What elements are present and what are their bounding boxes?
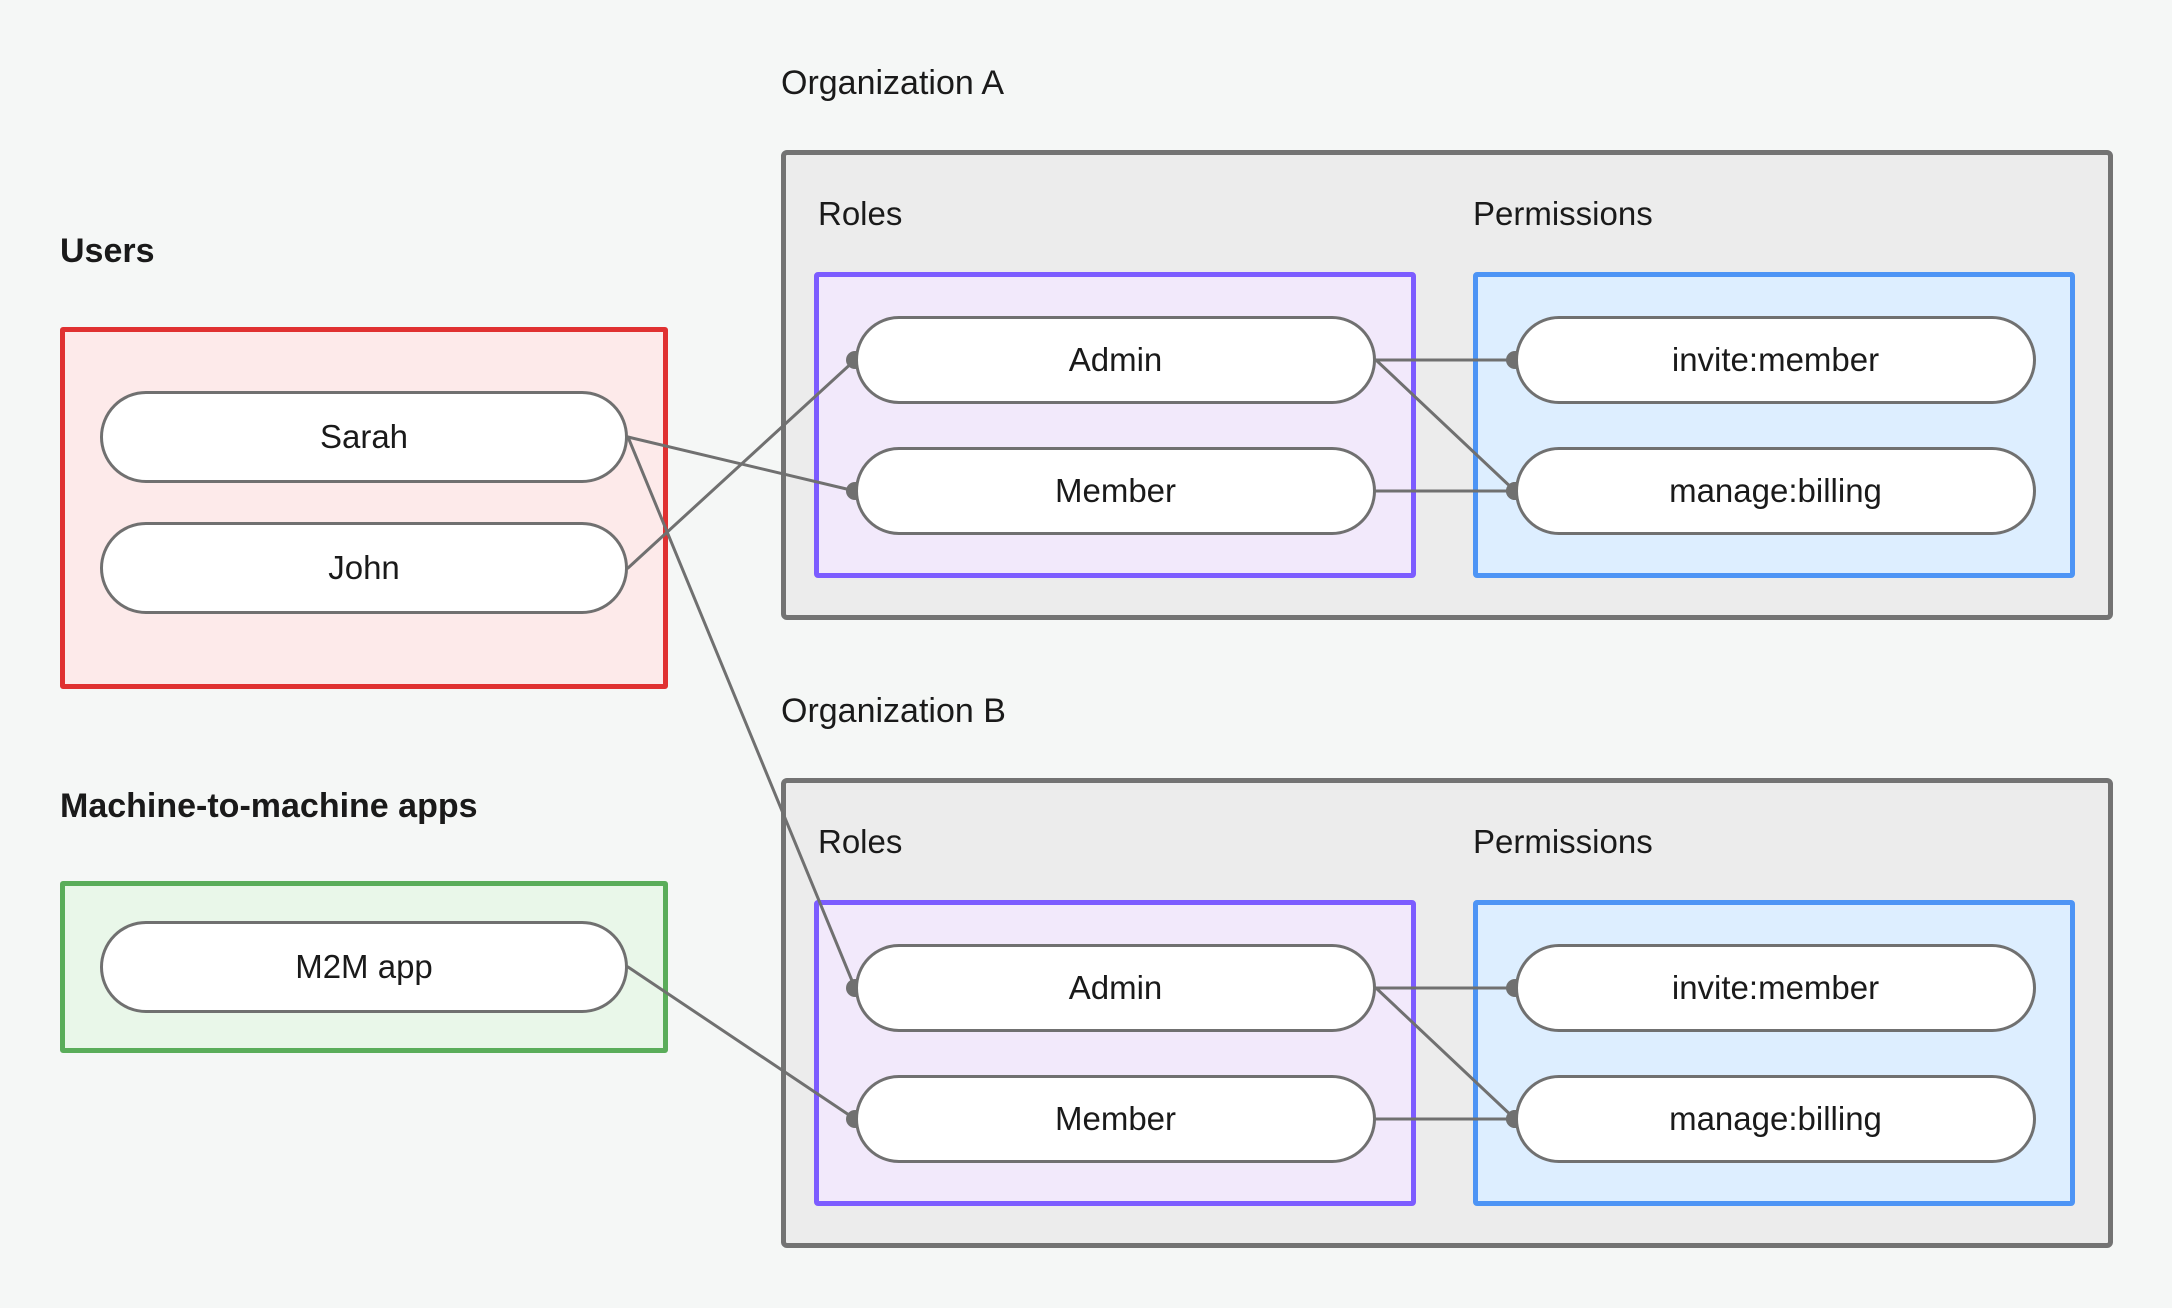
users-group-box — [60, 327, 668, 689]
user-node-john[interactable]: John — [100, 522, 628, 614]
org-a-title: Organization A — [781, 64, 1005, 102]
org-a-permissions-label: Permissions — [1473, 195, 1653, 232]
org-a-role-member[interactable]: Member — [855, 447, 1376, 535]
org-b-permission-manage-billing[interactable]: manage:billing — [1515, 1075, 2036, 1163]
org-b-role-member[interactable]: Member — [855, 1075, 1376, 1163]
org-a-permission-manage-billing[interactable]: manage:billing — [1515, 447, 2036, 535]
org-b-title: Organization B — [781, 692, 1006, 730]
m2m-section-title: Machine-to-machine apps — [60, 787, 478, 825]
user-node-sarah[interactable]: Sarah — [100, 391, 628, 483]
org-a-roles-label: Roles — [818, 195, 903, 232]
org-a-permission-invite-member[interactable]: invite:member — [1515, 316, 2036, 404]
m2m-node-app[interactable]: M2M app — [100, 921, 628, 1013]
org-b-permissions-label: Permissions — [1473, 823, 1653, 860]
users-section-title: Users — [60, 232, 155, 270]
org-b-permission-invite-member[interactable]: invite:member — [1515, 944, 2036, 1032]
org-a-role-admin[interactable]: Admin — [855, 316, 1376, 404]
org-b-roles-label: Roles — [818, 823, 903, 860]
org-b-role-admin[interactable]: Admin — [855, 944, 1376, 1032]
